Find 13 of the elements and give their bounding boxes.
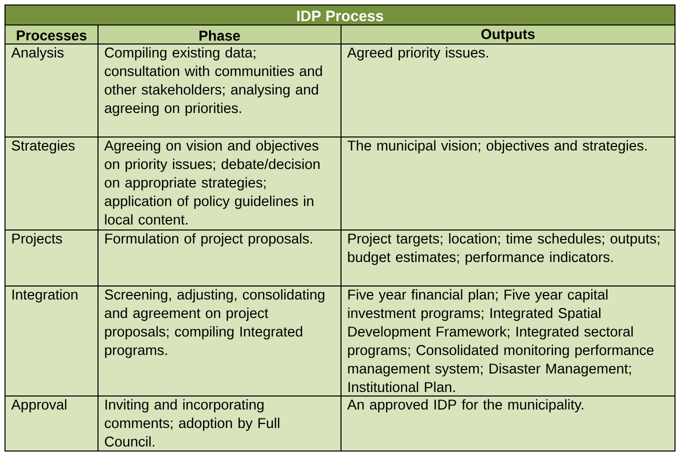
table-cell: Five year financial plan; Five year capital investment programs; Integrated Spatial Development Framework; Integrated sectoral programs; Consolidated monitoring performance management system; Disaster Management; Institutional Plan.: [340, 286, 676, 396]
table-cell: Approval: [4, 396, 98, 452]
header-cell: Outputs: [340, 24, 676, 44]
table-cell: Integration: [4, 286, 98, 396]
table-cell: Strategies: [4, 136, 98, 230]
table-cell: Agreed priority issues.: [340, 44, 676, 138]
table-cell: The municipal vision; objectives and strategies.: [340, 136, 676, 230]
table-cell: Project targets; location; time schedules; outputs; budget estimates; performance indicators.: [340, 230, 676, 286]
header-cell: Processes: [4, 24, 98, 44]
title-bar: IDP Process: [4, 4, 676, 26]
table-cell: Projects: [4, 230, 98, 286]
table-cell: An approved IDP for the municipality.: [340, 396, 676, 452]
table-cell: Analysis: [4, 44, 98, 138]
